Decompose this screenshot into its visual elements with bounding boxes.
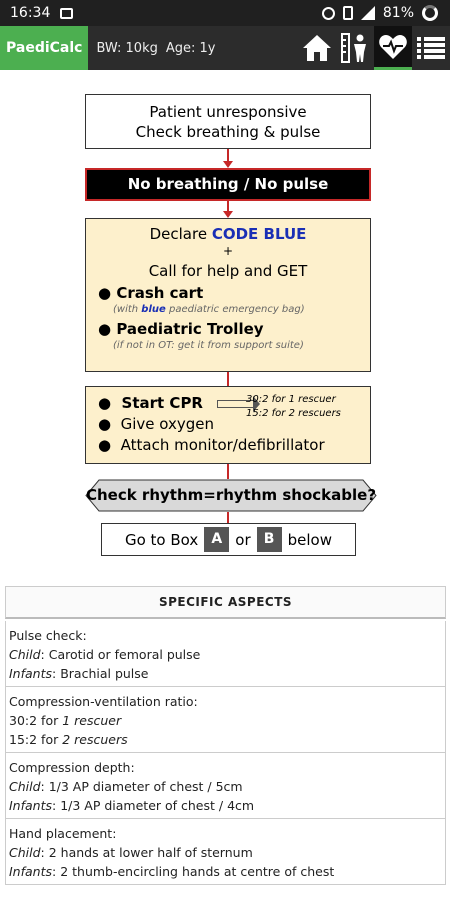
- item-label: Child: [9, 779, 41, 794]
- list-item: Hand placement: Child: 2 hands at lower …: [6, 819, 445, 885]
- goto-post: below: [287, 530, 332, 549]
- item-title: Compression depth:: [9, 760, 135, 775]
- note1-pre: (with: [113, 304, 142, 315]
- cpr-ratios: 30:2 for 1 rescuer 15:2 for 2 rescuers: [246, 393, 341, 421]
- list-item: Pulse check: Child: Carotid or femoral p…: [6, 621, 445, 687]
- specific-aspects-list: Pulse check: Child: Carotid or femoral p…: [5, 621, 446, 885]
- resuscitation-flowchart: Patient unresponsive Check breathing & p…: [0, 70, 450, 568]
- connector: [227, 201, 229, 211]
- alarm-icon: [321, 6, 335, 20]
- item-text: : 2 hands at lower half of sternum: [40, 845, 253, 860]
- item-emphasis: 1 rescuer: [62, 713, 122, 728]
- start-cpr-item: Start CPR: [121, 394, 203, 412]
- item-text: : 1/3 AP diameter of chest / 4cm: [52, 798, 255, 813]
- status-time: 16:34: [10, 5, 51, 21]
- item-emphasis: 2 rescuers: [62, 732, 128, 747]
- decision-hexagon: [85, 479, 377, 512]
- specific-aspects-header: SPECIFIC ASPECTS: [5, 586, 446, 619]
- vibrate-icon: [342, 6, 353, 20]
- item-text: : Brachial pulse: [52, 666, 149, 681]
- trolley-note: (if not in OT: get it from support suite…: [113, 340, 304, 351]
- box-a-badge[interactable]: A: [204, 527, 230, 552]
- unresponsive-box: Patient unresponsive Check breathing & p…: [85, 94, 371, 149]
- code-blue-text: CODE BLUE: [211, 225, 307, 243]
- arrow-head: [223, 161, 233, 168]
- item-label: Infants: [9, 666, 53, 681]
- app-brand[interactable]: PaediCalc: [0, 26, 89, 70]
- connector: [227, 512, 229, 523]
- ratio-1-rescuer: 30:2 for 1 rescuer: [246, 394, 336, 405]
- arrow-head: [223, 211, 233, 218]
- patient-meta: BW: 10kg Age: 1y: [96, 41, 215, 56]
- battery-percent: 81%: [382, 5, 414, 21]
- item-title: Hand placement:: [9, 826, 117, 841]
- rhythm-check-text: Check rhythm=rhythm shockable?: [85, 486, 377, 504]
- attach-monitor-item: Attach monitor/defibrillator: [120, 436, 325, 454]
- ratio-2-rescuers: 15:2 for 2 rescuers: [246, 408, 341, 419]
- arrow-right-icon: [217, 395, 260, 412]
- item-text: 30:2 for: [9, 713, 63, 728]
- item-text: 15:2 for: [9, 732, 63, 747]
- crash-cart-item: Crash cart: [116, 284, 204, 302]
- image-notification-icon: [60, 7, 74, 19]
- menu-button[interactable]: [412, 26, 450, 70]
- note1-post: paediatric emergency bag): [165, 304, 305, 315]
- start-cpr-box: ● Start CPR 30:2 for 1 rescuer 15:2 for …: [85, 386, 371, 464]
- child-size-button[interactable]: [336, 26, 374, 70]
- item-title: Compression-ventilation ratio:: [9, 694, 198, 709]
- item-label: Child: [9, 647, 41, 662]
- battery-icon: [422, 5, 438, 21]
- plus-sign: +: [222, 244, 234, 258]
- body-weight[interactable]: BW: 10kg: [96, 40, 158, 56]
- item-label: Infants: [9, 864, 53, 879]
- box-b-badge[interactable]: B: [256, 527, 282, 552]
- no-breathing-box: No breathing / No pulse: [85, 168, 371, 201]
- status-bar: 16:34 81%: [0, 0, 450, 26]
- call-help-text: Call for help and GET: [148, 262, 308, 280]
- connector: [227, 149, 229, 161]
- item-text: : 1/3 AP diameter of chest / 5cm: [40, 779, 243, 794]
- item-label: Child: [9, 845, 41, 860]
- menu-icon: [417, 37, 445, 59]
- resuscitation-button[interactable]: [374, 26, 412, 70]
- child-ruler-icon: [341, 33, 366, 63]
- connector: [227, 464, 229, 479]
- age[interactable]: Age: 1y: [165, 40, 216, 56]
- item-label: Infants: [9, 798, 53, 813]
- paediatric-trolley-item: Paediatric Trolley: [116, 320, 264, 338]
- connector: [227, 372, 229, 386]
- goto-box: Go to Box A or B below: [101, 523, 356, 556]
- nav-icons: [298, 26, 450, 70]
- goto-or: or: [235, 530, 251, 549]
- signal-icon: [360, 6, 375, 20]
- box1-line2: Check breathing & pulse: [135, 123, 321, 141]
- code-blue-box: Declare CODE BLUE + Call for help and GE…: [85, 218, 371, 372]
- item-text: : 2 thumb-encircling hands at centre of …: [52, 864, 335, 879]
- app-bar: PaediCalc BW: 10kg Age: 1y: [0, 26, 450, 70]
- item-text: : Carotid or femoral pulse: [40, 647, 201, 662]
- home-button[interactable]: [298, 26, 336, 70]
- give-oxygen-item: Give oxygen: [120, 415, 215, 433]
- list-item: Compression depth: Child: 1/3 AP diamete…: [6, 753, 445, 819]
- declare-text: Declare: [149, 225, 212, 243]
- box1-line1: Patient unresponsive: [149, 103, 307, 121]
- home-icon: [303, 35, 331, 61]
- goto-pre: Go to Box: [124, 530, 199, 549]
- note1-blue: blue: [141, 304, 166, 315]
- heart-pulse-icon: [379, 34, 407, 59]
- list-item: Compression-ventilation ratio: 30:2 for …: [6, 687, 445, 753]
- item-title: Pulse check:: [9, 628, 87, 643]
